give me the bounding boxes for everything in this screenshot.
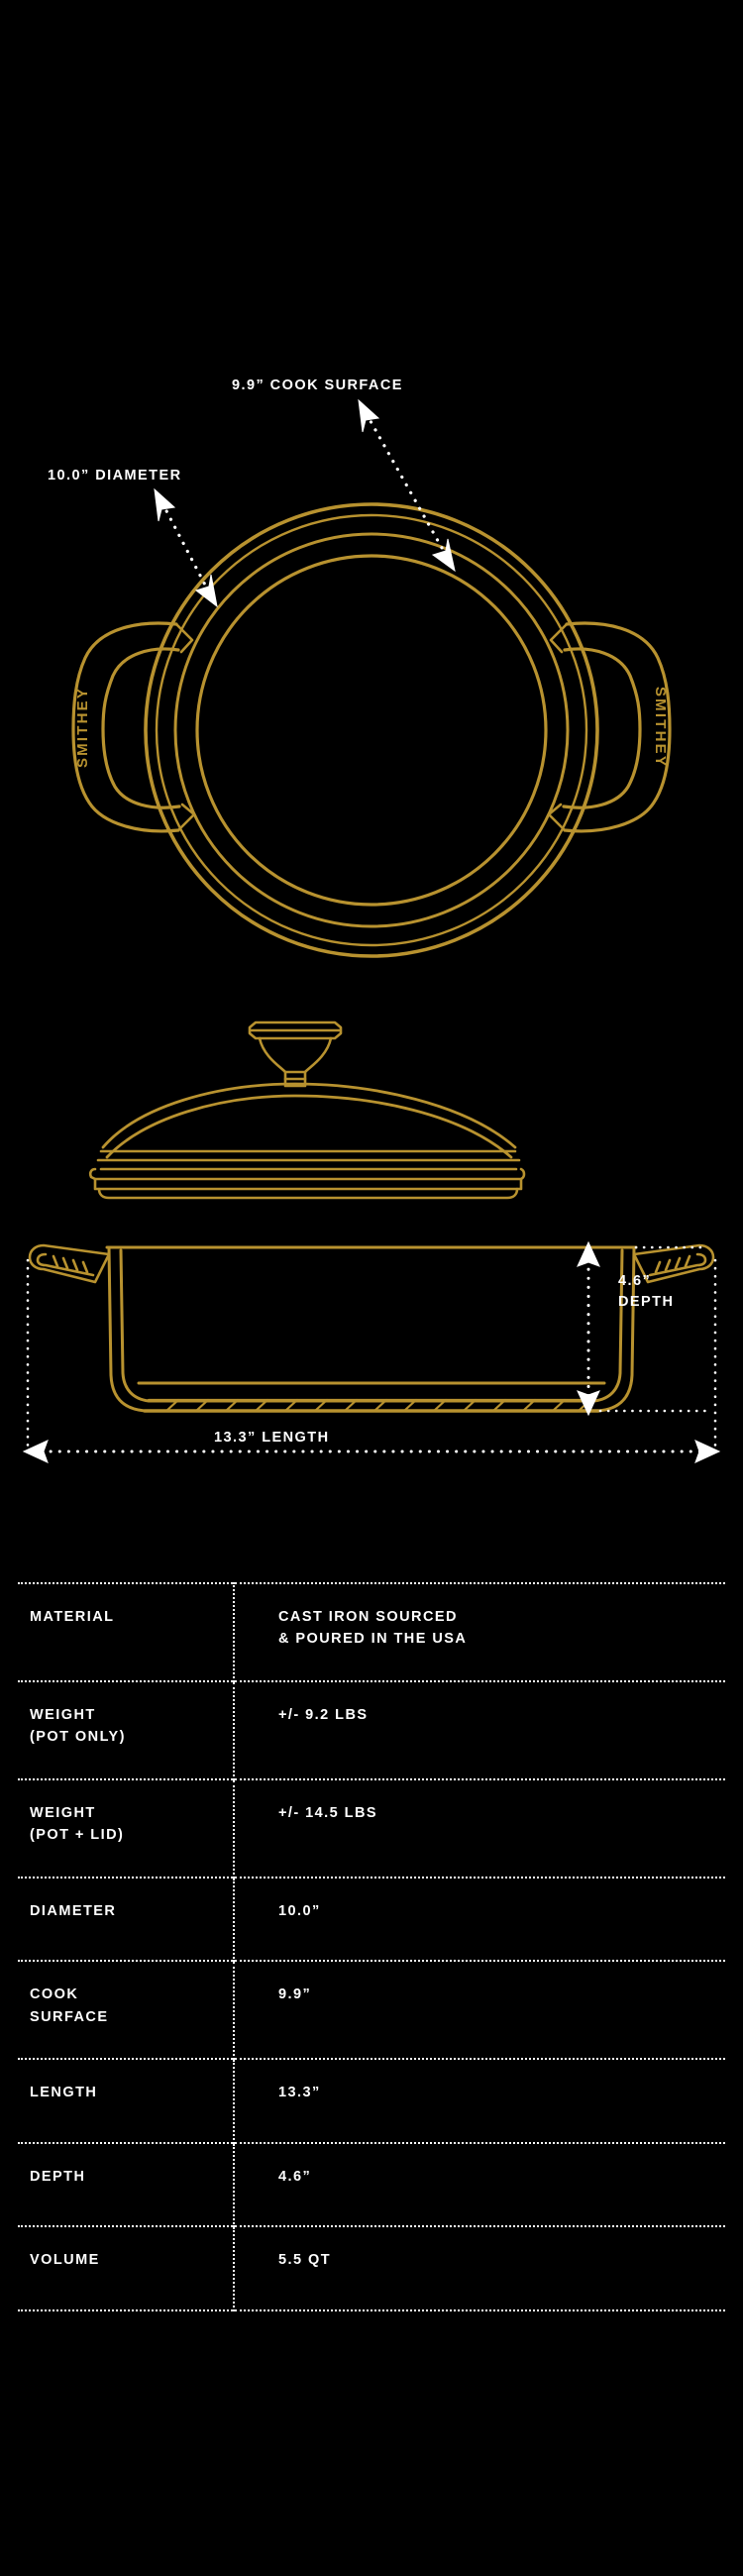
table-row: COOK SURFACE 9.9” xyxy=(18,1961,725,2060)
lid-knob xyxy=(248,1020,343,1088)
wall-circle xyxy=(173,532,570,928)
table-row: WEIGHT (POT ONLY) +/- 9.2 LBS xyxy=(18,1680,725,1779)
depth-annotation-label: 4.6” DEPTH xyxy=(618,1271,674,1313)
spec-value-weight-pot-only: +/- 9.2 LBS xyxy=(278,1706,369,1723)
table-row: LENGTH 13.3” xyxy=(18,2059,725,2143)
cook-surface-arrow-bottom xyxy=(431,538,456,573)
diameter-leader-line xyxy=(160,501,210,592)
cook-surface-annotation-label: 9.9” COOK SURFACE xyxy=(232,377,403,393)
cook-surface-arrow-top xyxy=(358,398,380,433)
depth-arrow-top xyxy=(577,1240,600,1267)
diameter-arrow-bottom xyxy=(194,574,218,608)
top-view-diagram: SMITHEY SMITHEY xyxy=(0,0,743,1001)
left-handle-emboss: SMITHEY xyxy=(74,687,91,768)
specifications-table-body: MATERIAL CAST IRON SOURCED & POURED IN T… xyxy=(18,1583,725,2310)
length-annotation-label: 13.3” LENGTH xyxy=(214,1430,330,1446)
rim-inner-circle xyxy=(155,513,588,947)
specifications-table: MATERIAL CAST IRON SOURCED & POURED IN T… xyxy=(18,1582,725,2311)
table-row: DEPTH 4.6” xyxy=(18,2142,725,2227)
table-row: WEIGHT (POT + LID) +/- 14.5 LBS xyxy=(18,1778,725,1878)
lid-dome xyxy=(101,1082,517,1159)
depth-arrow-bottom xyxy=(577,1390,600,1417)
table-row: VOLUME 5.5 QT xyxy=(18,2226,725,2310)
pot-base-hatching xyxy=(143,1398,600,1413)
table-row: DIAMETER 10.0” xyxy=(18,1877,725,1962)
pot-right-handle-side xyxy=(632,1243,715,1284)
spec-value-depth: 4.6” xyxy=(278,2168,312,2185)
spec-label-length: LENGTH xyxy=(18,2059,235,2143)
pot-top-view-illustration: SMITHEY SMITHEY xyxy=(71,398,672,958)
length-arrow-left xyxy=(22,1440,49,1463)
cook-surface-circle xyxy=(195,554,548,907)
spec-value-volume: 5.5 QT xyxy=(278,2252,332,2269)
length-arrow-right xyxy=(694,1440,721,1463)
spec-value-weight-pot-lid: +/- 14.5 LBS xyxy=(278,1804,378,1821)
diameter-arrow-top xyxy=(154,487,176,522)
pot-side-view-illustration xyxy=(22,1020,721,1463)
table-row: MATERIAL CAST IRON SOURCED & POURED IN T… xyxy=(18,1583,725,1681)
lid-rim xyxy=(88,1149,526,1200)
depth-word: DEPTH xyxy=(618,1294,675,1311)
spec-label-depth: DEPTH xyxy=(18,2142,235,2227)
spec-label-material: MATERIAL xyxy=(18,1583,235,1681)
pot-body xyxy=(105,1245,638,1413)
spec-label-cook-surface: COOK SURFACE xyxy=(18,1961,235,2060)
diameter-annotation-label: 10.0” DIAMETER xyxy=(48,468,182,483)
rim-outer-circle xyxy=(144,502,599,958)
spec-value-diameter: 10.0” xyxy=(278,1902,321,1919)
spec-value-length: 13.3” xyxy=(278,2085,321,2101)
spec-label-volume: VOLUME xyxy=(18,2226,235,2310)
cook-surface-leader-line xyxy=(365,412,448,557)
depth-value: 4.6” xyxy=(618,1273,652,1289)
spec-label-diameter: DIAMETER xyxy=(18,1877,235,1962)
side-view-diagram: 13.3” LENGTH 4.6” DEPTH xyxy=(0,1001,743,1516)
pot-left-handle-side xyxy=(28,1243,111,1284)
spec-value-material: CAST IRON SOURCED & POURED IN THE USA xyxy=(278,1609,468,1648)
spec-label-weight-pot-only: WEIGHT (POT ONLY) xyxy=(18,1680,235,1779)
right-handle-emboss: SMITHEY xyxy=(652,687,669,768)
spec-label-weight-pot-lid: WEIGHT (POT + LID) xyxy=(18,1778,235,1878)
spec-value-cook-surface: 9.9” xyxy=(278,1986,312,2003)
